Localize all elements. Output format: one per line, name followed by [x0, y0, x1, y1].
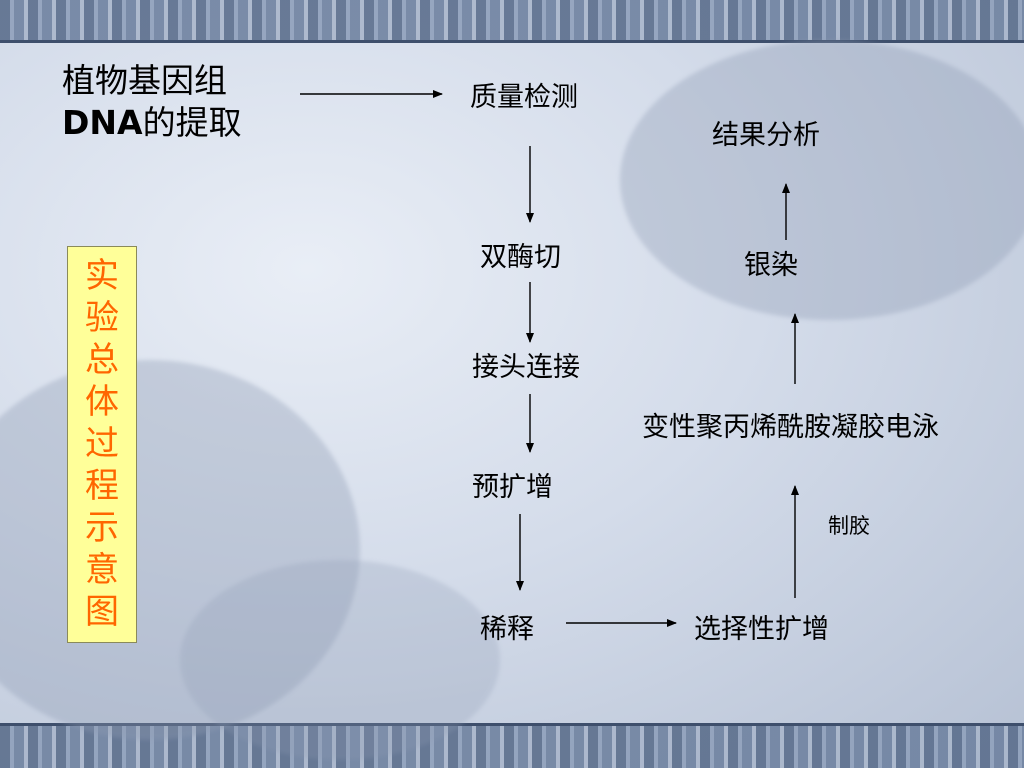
- bottom-border-line: [0, 723, 1024, 726]
- background-wall-top-right: [620, 40, 1024, 320]
- title-line-2: DNA的提取: [62, 102, 242, 144]
- title-extraction: 的提取: [142, 103, 242, 143]
- side-label-char: 体: [85, 382, 119, 422]
- background-wall-bottom-left: [0, 360, 360, 740]
- edge-label-gel: 制胶: [828, 514, 870, 538]
- node-quality-check: 质量检测: [470, 82, 578, 113]
- side-label-text: 实验总体过程示意图: [68, 255, 136, 633]
- node-page-electrophoresis: 变性聚丙烯酰胺凝胶电泳: [642, 412, 939, 443]
- side-label-box: 实验总体过程示意图: [67, 246, 137, 643]
- side-label-char: 总: [85, 340, 119, 380]
- side-label-char: 示: [85, 508, 119, 548]
- side-label-char: 意: [85, 550, 119, 590]
- background-wall-bottom-mid: [180, 560, 500, 760]
- start-node-title: 植物基因组 DNA的提取: [62, 60, 242, 144]
- side-label-char: 实: [85, 256, 119, 296]
- title-dna: DNA: [62, 103, 143, 143]
- top-border-line: [0, 40, 1024, 43]
- node-adapter-ligation: 接头连接: [472, 352, 580, 383]
- side-label-char: 图: [85, 592, 119, 632]
- top-border-decoration: [0, 0, 1024, 40]
- node-pre-amplification: 预扩增: [472, 472, 553, 503]
- node-selective-amplification: 选择性扩增: [694, 614, 829, 645]
- bottom-border-decoration: [0, 726, 1024, 768]
- node-dilution: 稀释: [480, 614, 534, 645]
- title-line-1: 植物基因组: [62, 61, 227, 100]
- side-label-char: 程: [85, 466, 119, 506]
- side-label-char: 过: [85, 424, 119, 464]
- node-double-digest: 双酶切: [480, 242, 561, 273]
- side-label-char: 验: [85, 298, 119, 338]
- node-silver-staining: 银染: [744, 250, 798, 281]
- node-result-analysis: 结果分析: [712, 120, 820, 151]
